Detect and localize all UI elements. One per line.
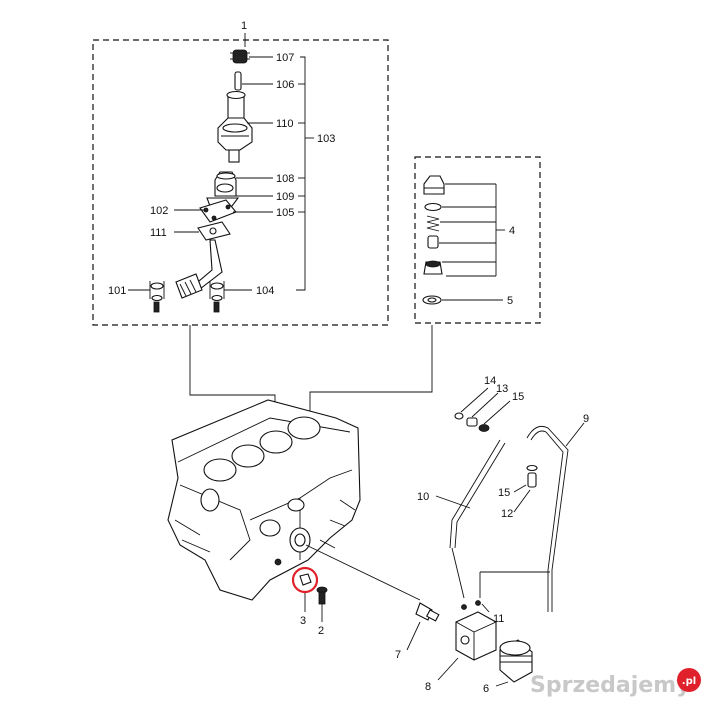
oil-filter-6	[499, 639, 533, 683]
label-11: 11	[493, 613, 504, 625]
label-9: 9	[583, 413, 589, 425]
cylinder-bore-3	[259, 430, 293, 454]
label-7: 7	[395, 649, 401, 661]
bolt-washer-104	[210, 282, 224, 313]
label-12: 12	[501, 508, 513, 520]
label-104: 104	[256, 285, 274, 297]
label-107: 107	[276, 52, 294, 64]
engine-block	[167, 399, 361, 601]
label-8: 8	[425, 681, 431, 693]
label-108: 108	[276, 173, 294, 185]
oil-pump-assembly	[150, 49, 253, 313]
leader-lines-lines	[435, 387, 585, 613]
hose-10	[449, 439, 506, 599]
leader-lines-pump	[128, 33, 314, 299]
pin-106	[234, 71, 242, 91]
cylinder-bore-2	[231, 444, 265, 468]
washer-top	[424, 202, 442, 212]
label-4: 4	[509, 225, 515, 237]
filter-adapter-8	[455, 600, 497, 661]
label-2: 2	[318, 625, 324, 637]
label-3: 3	[300, 615, 306, 627]
valve-seat	[423, 260, 443, 275]
label-111: 111	[150, 227, 167, 239]
leader-lines-valve	[439, 183, 505, 301]
label-15-top: 15	[512, 391, 524, 403]
label-6: 6	[483, 683, 489, 695]
cylinder-bore-4	[287, 416, 321, 440]
watermark-badge	[677, 668, 701, 692]
label-5: 5	[507, 295, 513, 307]
cylinder-bore-1	[203, 458, 237, 482]
oil-line-to-filter	[305, 544, 421, 601]
label-10: 10	[417, 491, 429, 503]
fitting-12-15	[526, 464, 538, 488]
watermark-text: Sprzedajemy	[530, 673, 691, 698]
shaft-housing-110	[217, 90, 253, 163]
spring	[426, 215, 440, 232]
label-103: 103	[317, 133, 335, 145]
oil-pressure-switch-7	[415, 602, 440, 622]
label-101: 101	[108, 285, 126, 297]
part-labels: 1 107 106 110 103 108 109 105 102 111 10…	[108, 20, 589, 695]
label-109: 109	[276, 191, 294, 203]
bolt-2	[316, 586, 328, 605]
label-13: 13	[496, 383, 508, 395]
fittings-13-14-15	[454, 412, 490, 432]
gear-107	[230, 49, 250, 64]
label-102: 102	[150, 205, 168, 217]
label-15-mid: 15	[498, 487, 510, 499]
relief-valve-group-box	[414, 156, 541, 324]
strainer-tube	[175, 239, 223, 299]
watermark-badge-text: .pl	[682, 676, 696, 687]
gasket-111	[197, 221, 231, 241]
valve-plug	[423, 175, 445, 195]
relief-valve-parts	[422, 175, 445, 305]
watermark: Sprzedajemy .pl	[530, 668, 701, 698]
label-105: 105	[276, 207, 294, 219]
label-1: 1	[241, 20, 247, 32]
hose-9	[479, 425, 569, 612]
label-110: 110	[276, 118, 294, 130]
drain-plug-3	[291, 566, 319, 594]
label-14: 14	[484, 375, 496, 387]
bolt-washer-101	[150, 282, 164, 313]
plunger	[427, 235, 439, 249]
label-106: 106	[276, 79, 294, 91]
